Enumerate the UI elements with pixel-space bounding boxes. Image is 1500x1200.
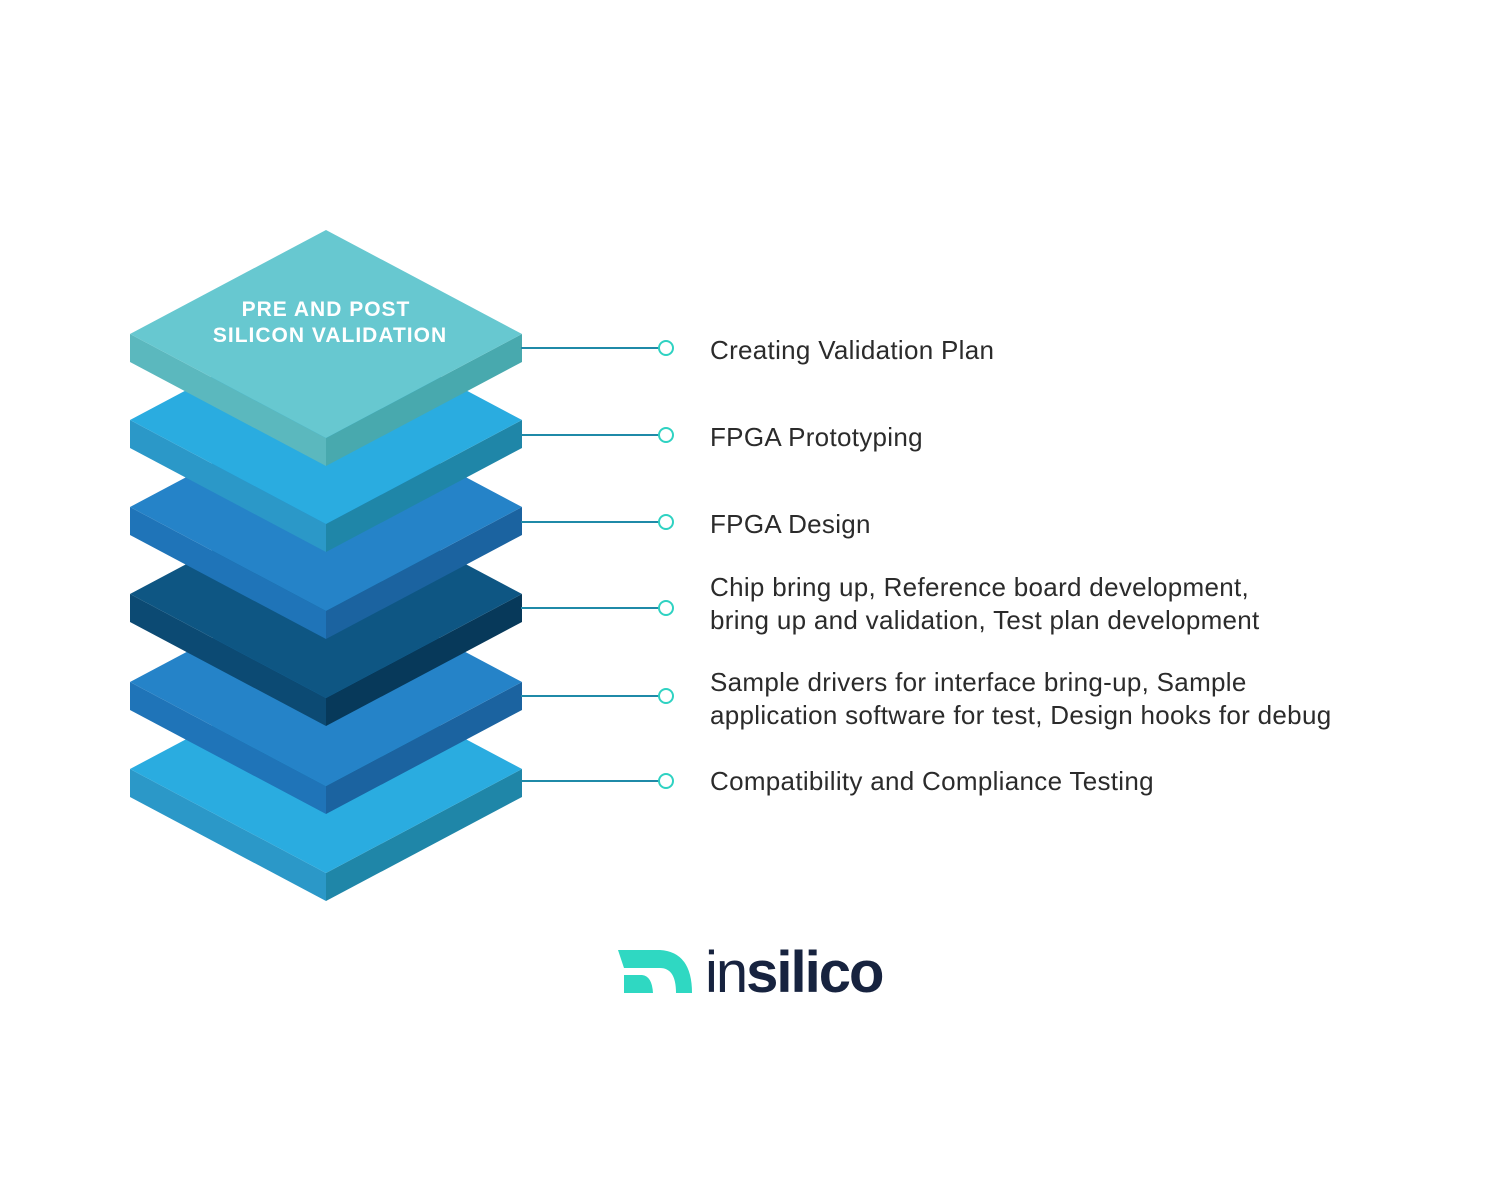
connector-dot-3: [658, 514, 674, 530]
connector-dot-2: [658, 427, 674, 443]
item-label-chip-bring-up: Chip bring up, Reference board developme…: [710, 572, 1260, 635]
logo-arc-shape: [618, 950, 692, 993]
layer-6-compatibility-right-face: [326, 769, 522, 901]
top-layer-title-line2: SILICON VALIDATION: [213, 324, 447, 347]
item-label-compatibility-testing: Compatibility and Compliance Testing: [710, 766, 1154, 796]
layer-2-fpga-prototyping-right-face: [326, 420, 522, 552]
connector-dot-1: [658, 340, 674, 356]
wordmark-silico: silico: [746, 940, 884, 1005]
layer-3-fpga-design-left-face: [130, 507, 326, 639]
item-label-fpga-prototyping: FPGA Prototyping: [710, 422, 923, 452]
insilico-wordmark: insilico: [705, 938, 884, 1008]
connector-dot-6: [658, 773, 674, 789]
layer-2-fpga-prototyping-left-face: [130, 420, 326, 552]
layer-1-validation-plan-right-face: [326, 334, 522, 466]
insilico-logo-mark: [618, 950, 692, 993]
layer-1-validation-plan: [130, 230, 522, 466]
logo-inner-shape: [624, 975, 653, 993]
layer-3-fpga-design-right-face: [326, 507, 522, 639]
layer-4-chip-bring-up-right-face: [326, 594, 522, 726]
item-label-sample-drivers: Sample drivers for interface bring-up, S…: [710, 667, 1332, 730]
top-layer-title-line1: PRE AND POST: [242, 298, 411, 321]
wordmark-in: in: [705, 940, 748, 1005]
connector-dot-4: [658, 600, 674, 616]
layer-4-chip-bring-up-left-face: [130, 594, 326, 726]
connector-dot-5: [658, 688, 674, 704]
layer-6-compatibility-left-face: [130, 769, 326, 901]
layer-5-sample-drivers-left-face: [130, 682, 326, 814]
item-label-fpga-design: FPGA Design: [710, 509, 871, 539]
layer-1-validation-plan-top-face: [130, 230, 522, 438]
layer-1-validation-plan-left-face: [130, 334, 326, 466]
item-label-creating-validation-plan: Creating Validation Plan: [710, 335, 995, 365]
layer-5-sample-drivers-right-face: [326, 682, 522, 814]
